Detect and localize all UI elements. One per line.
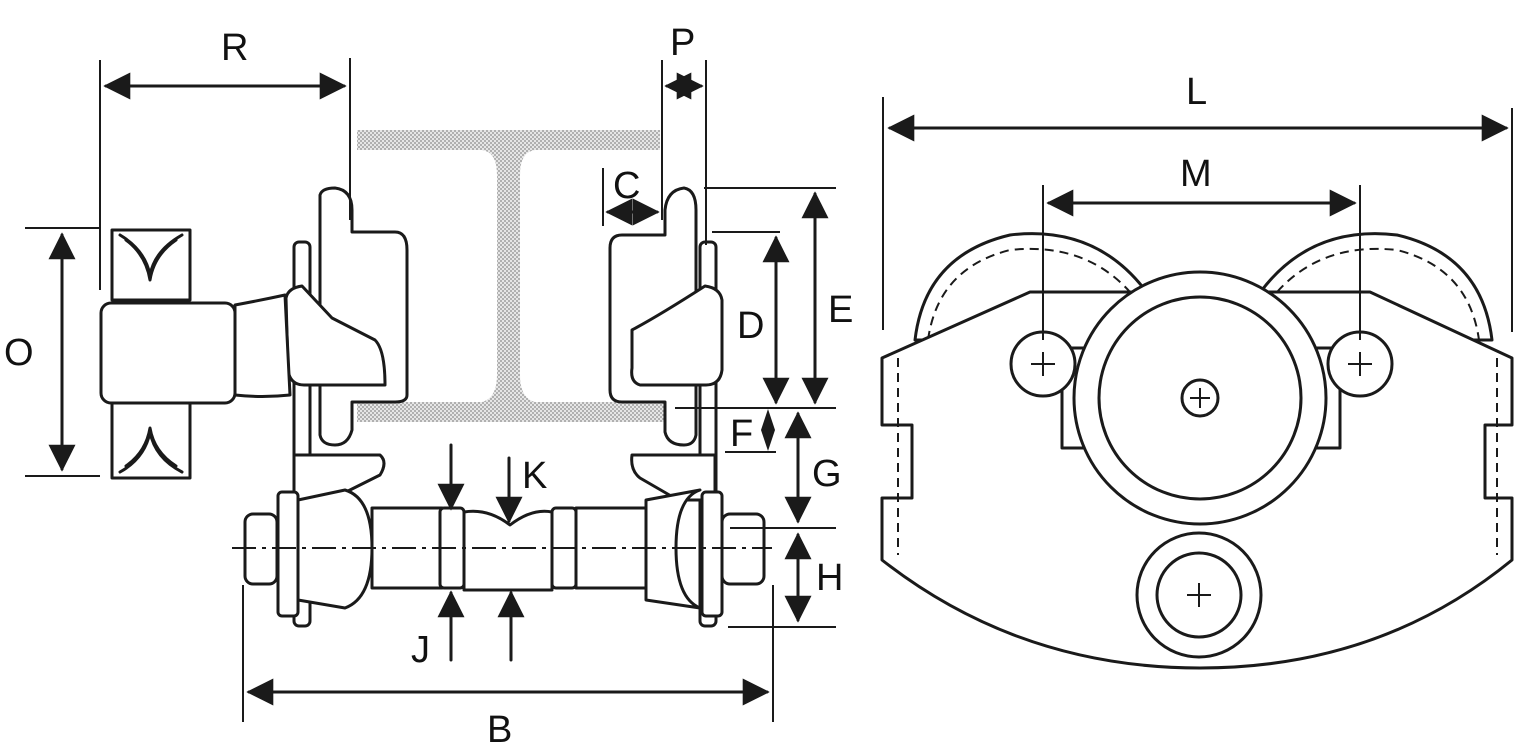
label-g: G xyxy=(812,453,842,495)
i-beam xyxy=(357,130,675,422)
label-e: E xyxy=(828,289,853,331)
label-j: J xyxy=(411,629,430,671)
f-arrow-up xyxy=(761,409,775,430)
label-r: R xyxy=(221,27,248,69)
label-f: F xyxy=(730,413,753,455)
side-view xyxy=(99,130,772,628)
label-o: O xyxy=(4,332,34,374)
dimension-lines xyxy=(25,58,1513,722)
label-d: D xyxy=(737,305,764,347)
left-wheel xyxy=(99,228,292,480)
right-side-plate xyxy=(608,186,724,628)
f-arrow-down xyxy=(761,430,775,451)
left-side-plate xyxy=(284,186,409,628)
label-b: B xyxy=(487,709,512,751)
label-l: L xyxy=(1186,71,1207,113)
label-k: K xyxy=(522,455,547,497)
lower-axle xyxy=(232,488,772,618)
front-view xyxy=(880,232,1514,670)
dimension-labels: R P C O D E F G K H J B L M xyxy=(4,22,1212,751)
label-m: M xyxy=(1180,153,1212,195)
label-h: H xyxy=(816,557,843,599)
label-p: P xyxy=(670,22,695,64)
label-c: C xyxy=(613,165,640,207)
